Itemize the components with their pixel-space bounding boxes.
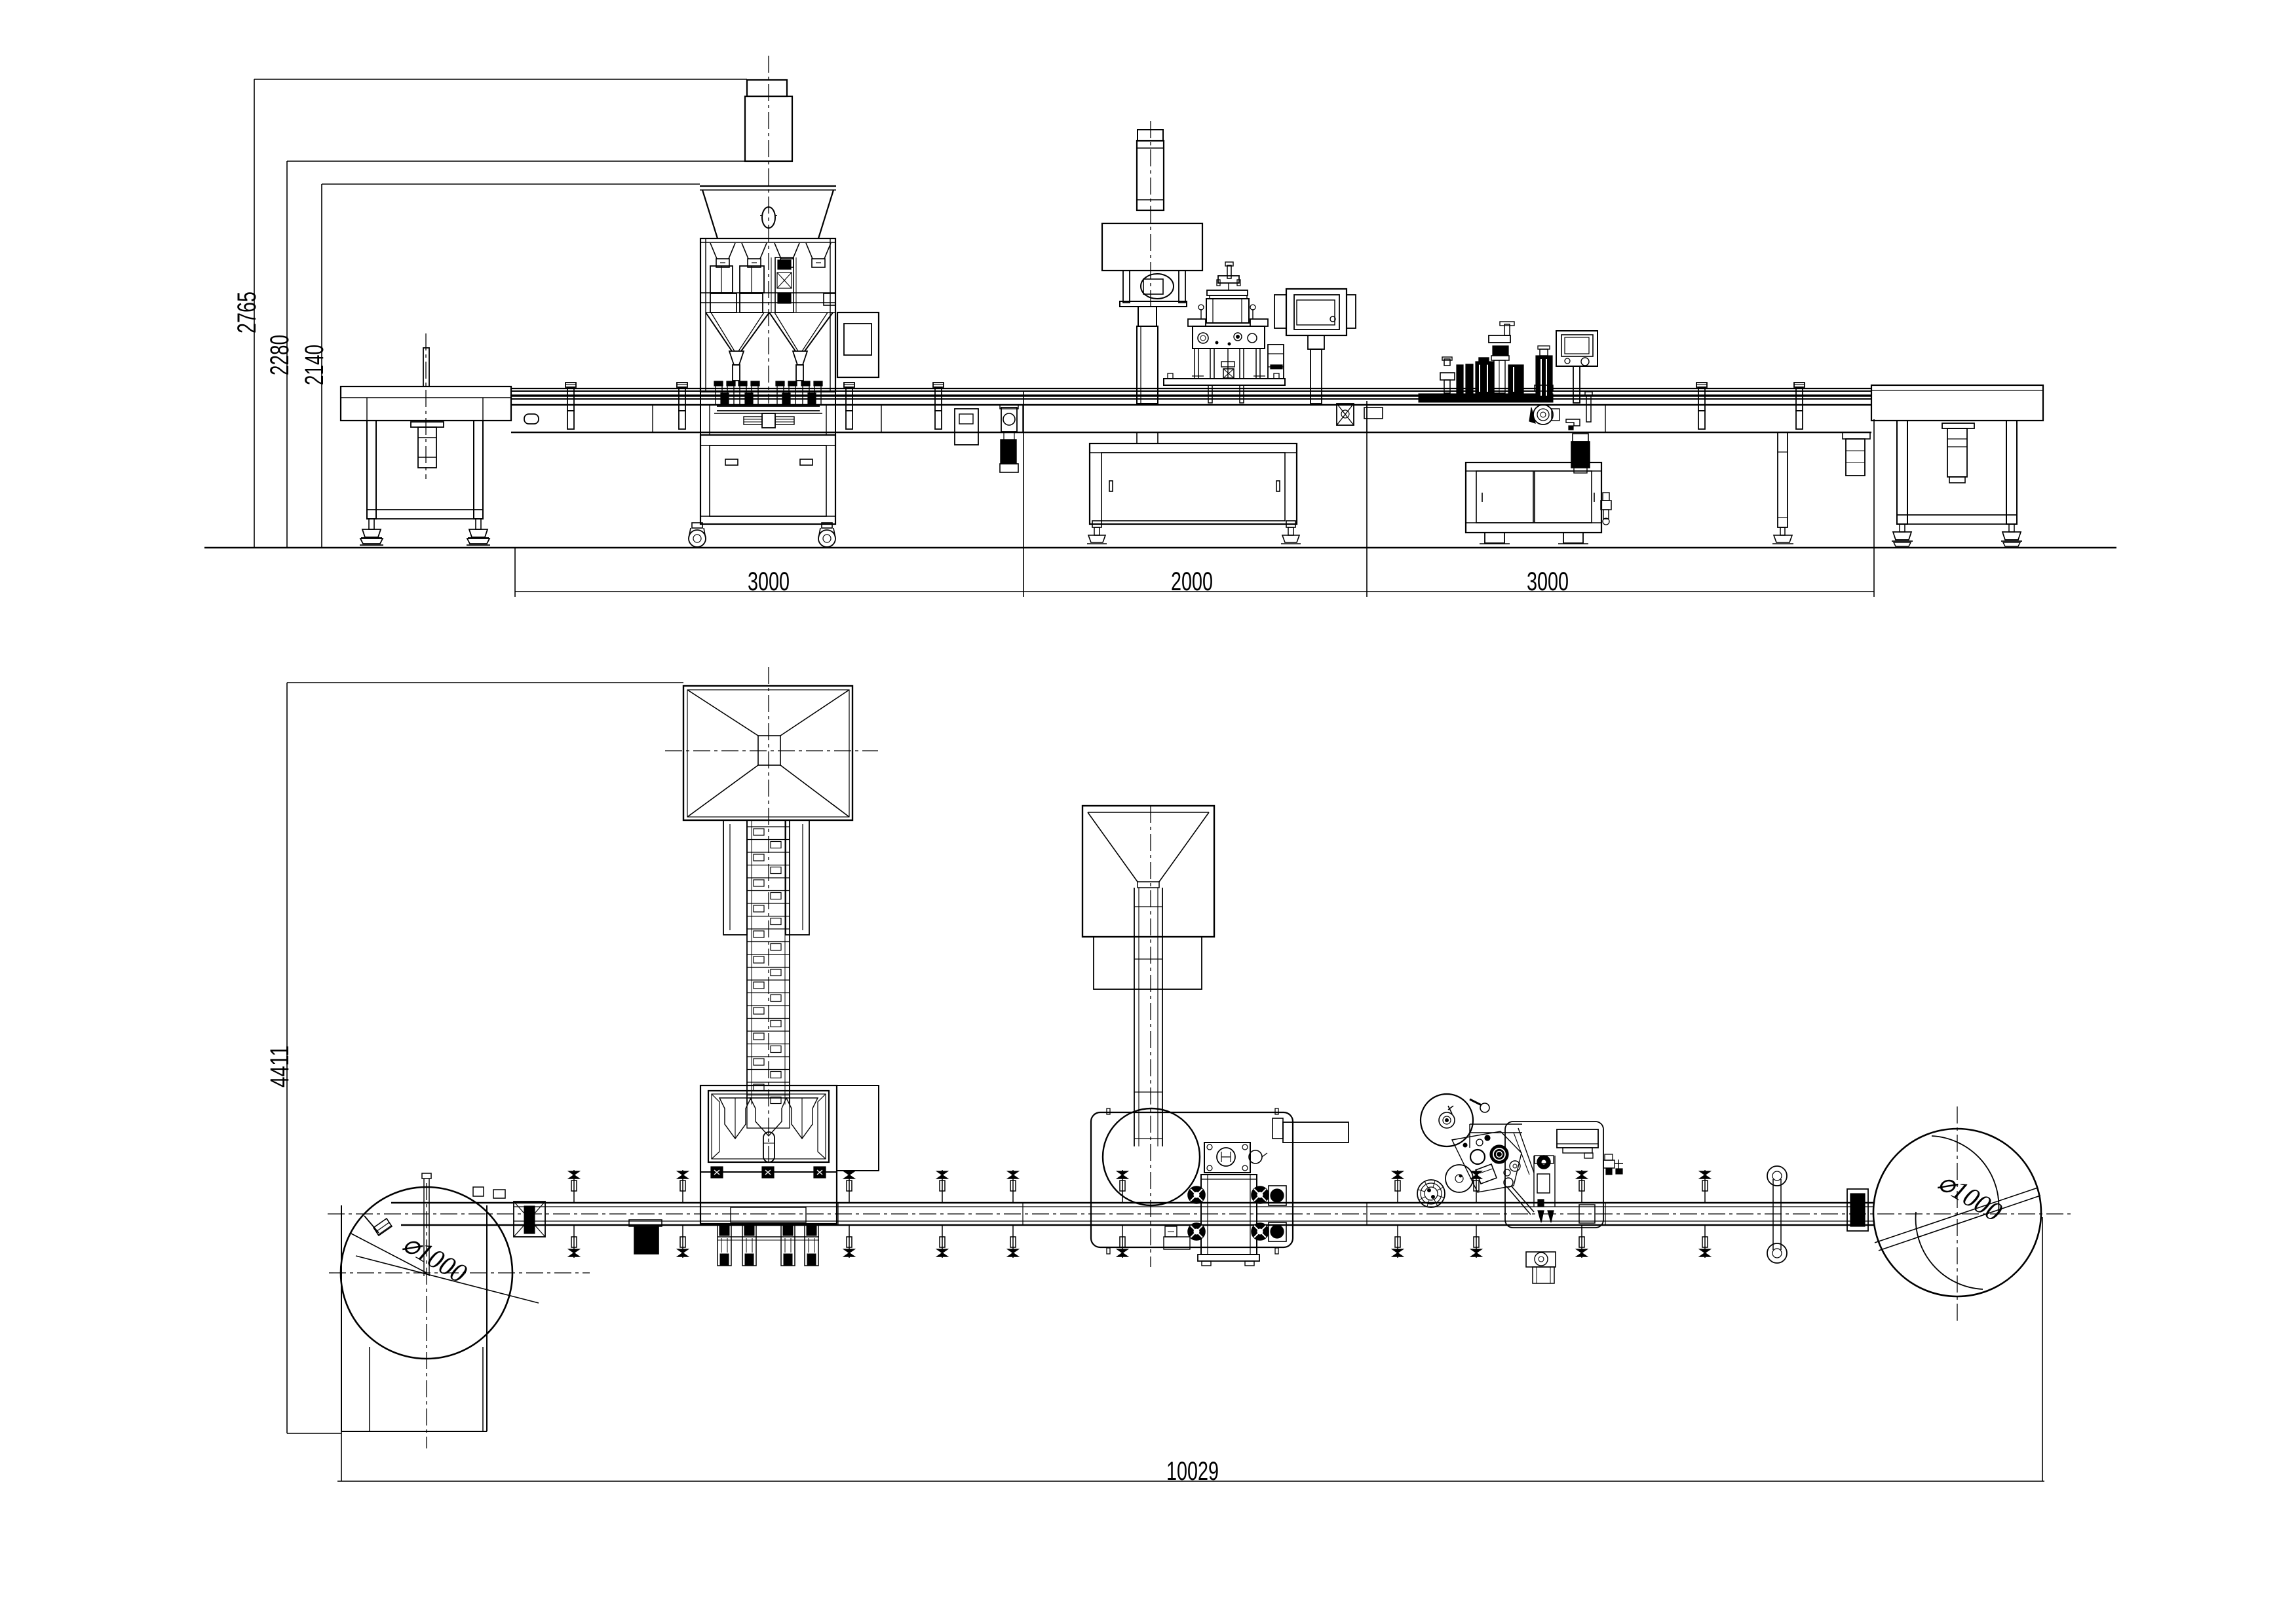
- svg-text:2765: 2765: [233, 292, 261, 333]
- svg-text:3000: 3000: [1527, 567, 1569, 596]
- svg-text:2280: 2280: [265, 335, 294, 375]
- svg-text:10029: 10029: [1166, 1457, 1219, 1486]
- svg-text:2000: 2000: [1171, 567, 1213, 596]
- svg-text:4411: 4411: [265, 1046, 294, 1087]
- svg-text:3000: 3000: [748, 567, 790, 596]
- svg-text:2140: 2140: [300, 345, 329, 385]
